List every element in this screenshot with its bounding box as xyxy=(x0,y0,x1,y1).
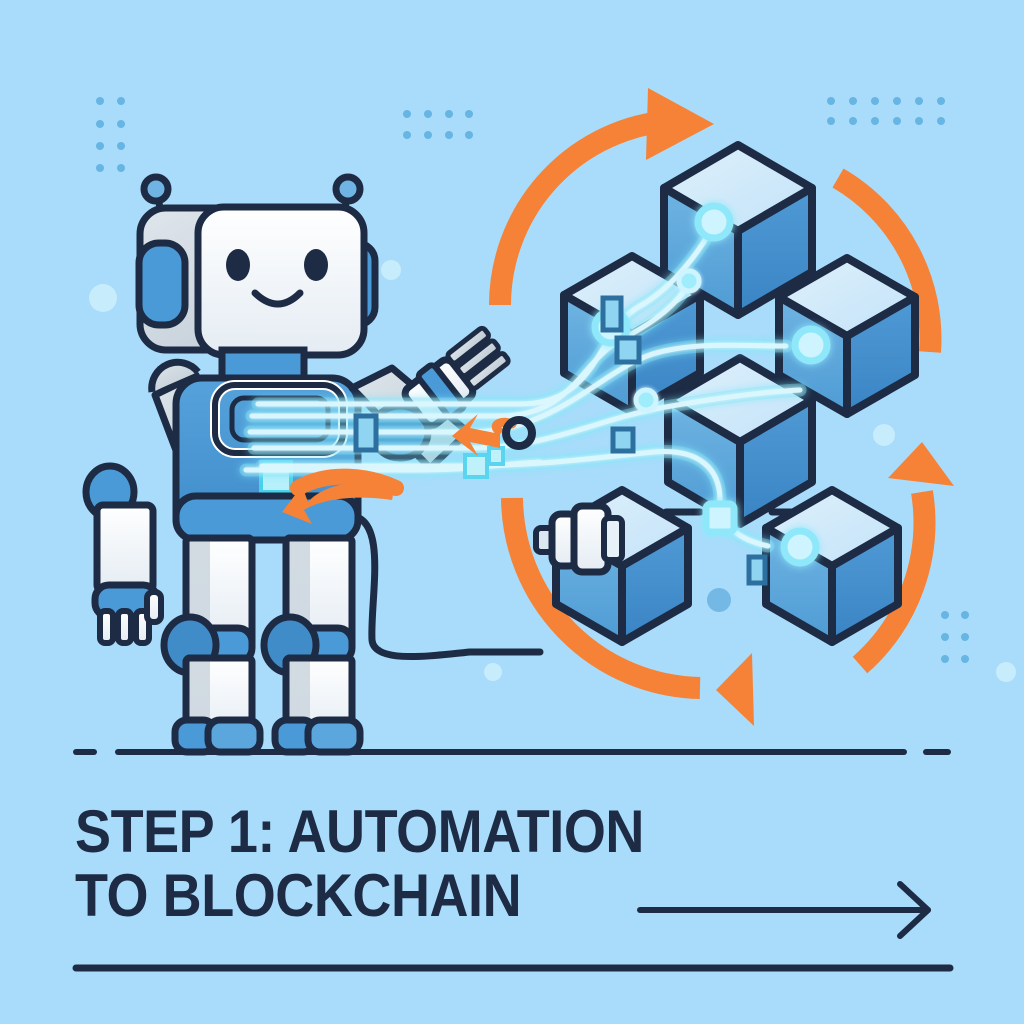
data-marker xyxy=(614,335,642,365)
data-marker xyxy=(600,295,624,333)
arc-bottom-left xyxy=(501,497,701,699)
orange-cycle-arrows xyxy=(489,88,954,726)
antenna-ball xyxy=(332,173,364,205)
cube-bottom-right xyxy=(762,486,902,646)
data-markers-light xyxy=(463,446,505,479)
data-marker xyxy=(610,426,636,454)
arc-top-left xyxy=(489,111,662,306)
arc-top-right xyxy=(832,168,942,353)
robot-eye-left xyxy=(226,249,250,281)
robot-legs xyxy=(160,534,364,756)
cube-center xyxy=(664,354,816,528)
robot-power-cable xyxy=(348,512,544,661)
robot-pelvis xyxy=(172,492,362,544)
bubble xyxy=(996,662,1016,682)
bubble xyxy=(873,424,895,446)
cable-node xyxy=(676,268,702,294)
arrowhead-up xyxy=(888,442,954,486)
decorative-dots-solid xyxy=(707,588,731,612)
dot-grid-top-left xyxy=(96,97,125,172)
accent-arrow-curve xyxy=(282,482,395,524)
power-plug-connector xyxy=(533,502,625,576)
arrow-head xyxy=(897,881,931,939)
data-marker xyxy=(487,446,505,466)
cable-node xyxy=(702,500,738,536)
robot-forearm xyxy=(93,501,157,595)
robot-thumb xyxy=(144,589,164,625)
decorative-bubbles xyxy=(89,260,1016,682)
robot-ear-left xyxy=(135,239,189,329)
robot-shoulder-cap xyxy=(148,358,201,393)
robot-neck xyxy=(218,346,308,382)
robot-finger xyxy=(97,608,116,646)
robot-foot-left-toe xyxy=(204,716,264,756)
arc-bottom-right xyxy=(852,490,936,674)
bubble xyxy=(89,284,117,312)
solid-dot xyxy=(707,588,731,612)
data-marker xyxy=(353,413,379,453)
accent-arrow-left xyxy=(452,414,500,456)
robot-eye-right xyxy=(304,249,328,281)
dot-grid-bottom-right xyxy=(941,611,969,663)
bubble xyxy=(484,663,502,681)
cube-mid-right xyxy=(775,254,919,418)
cable-node xyxy=(791,325,831,365)
antenna-ball xyxy=(140,173,172,205)
robot-smile xyxy=(251,289,304,308)
bubble xyxy=(381,260,401,280)
arrowhead-top-right xyxy=(646,88,714,160)
dot-grid-top-right xyxy=(827,97,945,125)
cable-node xyxy=(694,202,734,242)
data-marker xyxy=(463,453,489,479)
cable-node xyxy=(780,527,820,567)
robot-foot-right-toe xyxy=(304,716,364,756)
robot-face xyxy=(194,203,368,359)
data-marker xyxy=(746,554,768,586)
data-markers xyxy=(353,295,768,586)
orange-accent-arrows xyxy=(282,414,536,524)
dot-grid-top-mid xyxy=(403,110,473,139)
cable-node xyxy=(633,387,659,413)
forward-arrow xyxy=(637,881,931,939)
robot-finger xyxy=(115,608,134,646)
ring-node xyxy=(502,416,536,450)
arrowhead-left xyxy=(716,653,754,726)
